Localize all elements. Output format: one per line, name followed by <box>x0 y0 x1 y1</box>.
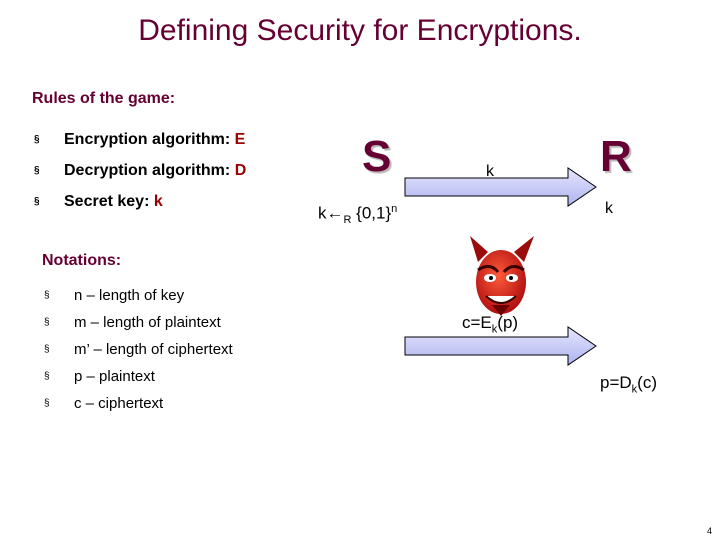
bullet-icon: § <box>34 196 40 207</box>
list-item: §Secret key: k <box>34 193 163 210</box>
list-item: §c – ciphertext <box>44 395 164 412</box>
devil-face-icon <box>470 236 534 316</box>
list-item: §p – plaintext <box>44 368 155 385</box>
bullet-icon: § <box>34 165 40 176</box>
notations-heading: Notations: <box>42 252 122 269</box>
receiver-label: R <box>600 132 632 181</box>
slide-title: Defining Security for Encryptions. <box>138 14 582 47</box>
list-item: §Encryption algorithm: E <box>34 131 246 148</box>
key-arrow-label: k <box>486 163 494 180</box>
ciphertext-arrow <box>404 326 597 366</box>
bullet-icon: § <box>44 344 50 355</box>
key-arrow <box>404 167 597 207</box>
bullet-icon: § <box>44 317 50 328</box>
bullet-icon: § <box>44 398 50 409</box>
decryption-formula: p=Dk(c) <box>600 373 657 396</box>
ciphertext-formula: c=Ek(p) <box>462 313 519 336</box>
list-item: §n – length of key <box>44 287 185 304</box>
bullet-icon: § <box>44 290 50 301</box>
page-number: 4 <box>706 526 712 536</box>
key-generation: k←R {0,1}n <box>318 203 398 227</box>
sender-label: S <box>362 132 392 181</box>
list-item: §m’ – length of ciphertext <box>44 341 233 358</box>
bullet-icon: § <box>34 134 40 145</box>
receiver-key: k <box>605 200 613 217</box>
bullet-icon: § <box>44 371 50 382</box>
rules-heading: Rules of the game: <box>32 90 176 107</box>
list-item: §Decryption algorithm: D <box>34 162 247 179</box>
list-item: §m – length of plaintext <box>44 314 221 331</box>
